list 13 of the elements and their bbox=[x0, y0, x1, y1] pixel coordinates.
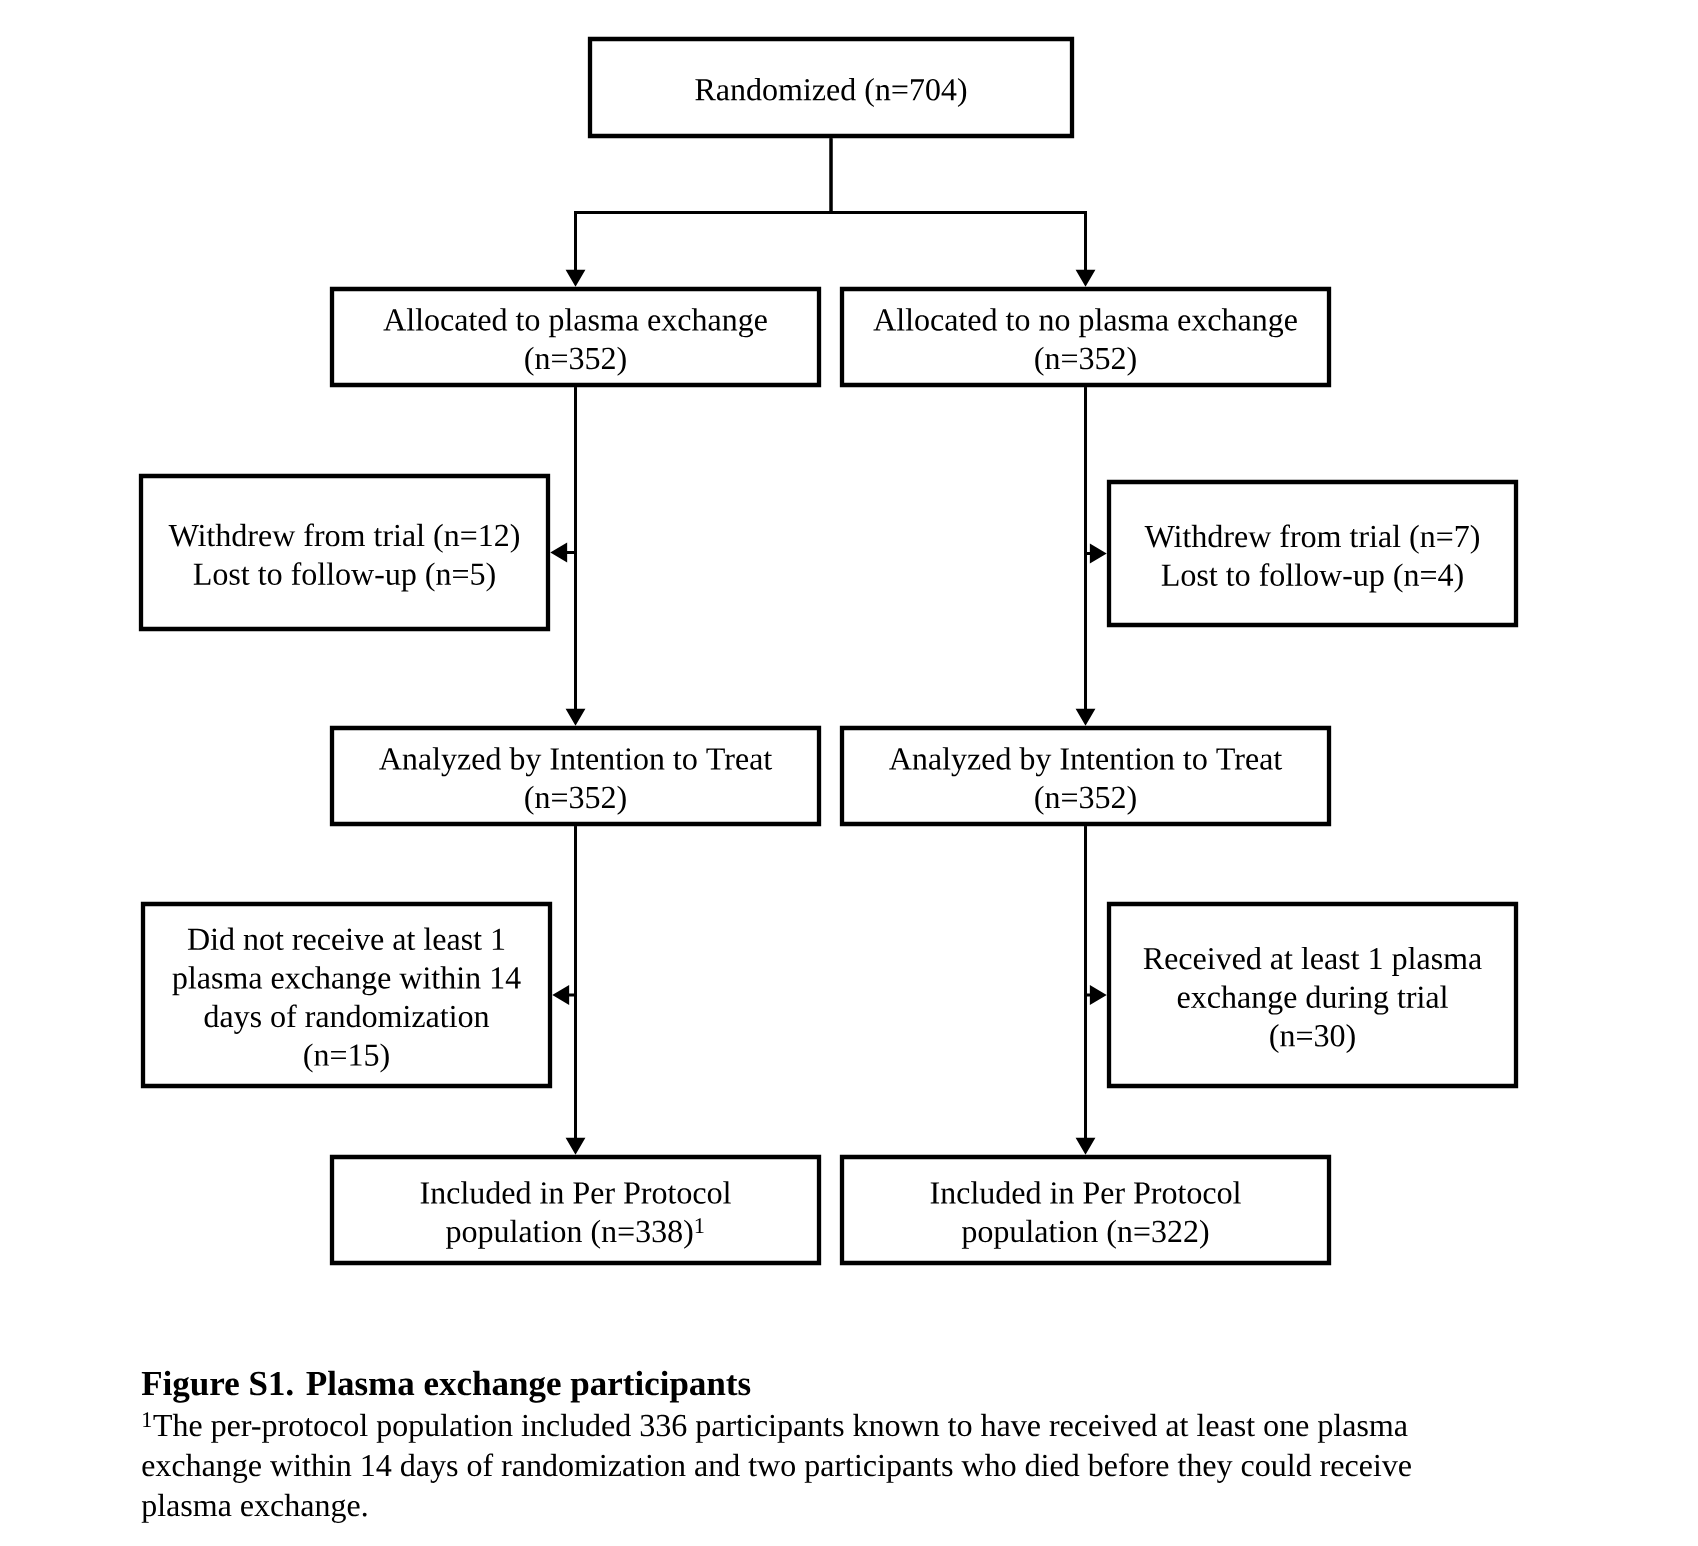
process-box: Allocated to no plasma exchange (n=352) bbox=[839, 286, 1332, 388]
process-box: Included in Per Protocol population (n=338)$^{1}$ bbox=[329, 1154, 822, 1266]
process-box: Analyzed by Intention to Treat (n=352) bbox=[329, 725, 822, 827]
caption: Figure S1. Plasma exchange participants bbox=[141, 1370, 751, 1403]
exclusion-box: Did not receive at least 1 plasma exchange within 14 days of randomization (n=15) bbox=[140, 901, 553, 1089]
exclusion-box: Withdrew from trial (n=7) Lost to follow-up (n=4) bbox=[1106, 479, 1519, 628]
process-box: Allocated to plasma exchange (n=352) bbox=[329, 286, 822, 388]
footnote: $^{1}$The per-protocol population included 336 participants known to have received at least one plasma exchange within 14 days of randomization and two participants who died before they could receive plasma exchange. bbox=[141, 1412, 1411, 1523]
process-box: Included in Per Protocol population (n=322) bbox=[839, 1154, 1332, 1266]
exclusion-box: Received at least 1 plasma exchange during trial (n=30) bbox=[1106, 901, 1519, 1089]
process-box: Randomized (n=704) bbox=[587, 36, 1075, 139]
exclusion-box: Withdrew from trial (n=12) Lost to follow-up (n=5) bbox=[138, 473, 551, 632]
process-box: Analyzed by Intention to Treat (n=352) bbox=[839, 725, 1332, 827]
